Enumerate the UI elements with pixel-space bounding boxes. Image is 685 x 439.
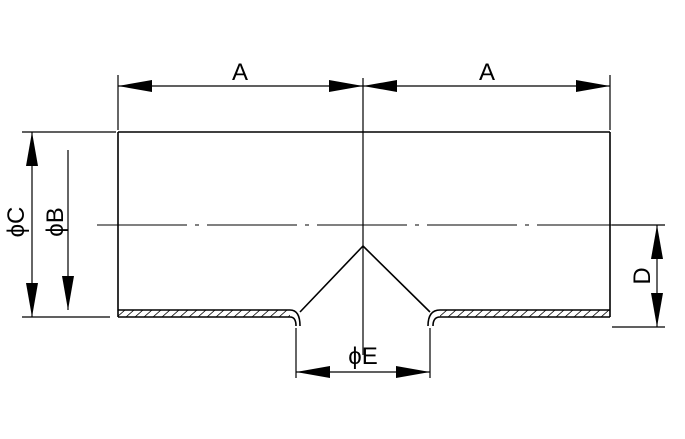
arrowhead-icon xyxy=(651,293,663,327)
hatch-stroke xyxy=(242,310,252,317)
hatch-stroke xyxy=(134,310,144,317)
hatch-stroke xyxy=(474,310,484,317)
dimension-a-right: A xyxy=(363,59,610,92)
arrowhead-icon xyxy=(26,283,38,317)
arrowhead-icon xyxy=(363,80,397,92)
hatch-stroke xyxy=(483,310,493,317)
arrowhead-icon xyxy=(118,80,152,92)
hatch-stroke xyxy=(170,310,180,317)
hatch-stroke xyxy=(573,310,583,317)
hatch-stroke xyxy=(510,310,520,317)
hatch-stroke xyxy=(287,314,290,317)
extension-lines xyxy=(22,75,665,378)
hatch-stroke xyxy=(591,310,601,317)
hatch-stroke xyxy=(492,310,502,317)
hatch-stroke xyxy=(188,310,198,317)
hatch-stroke xyxy=(161,310,171,317)
hatch-stroke xyxy=(609,316,610,317)
hatch-stroke xyxy=(260,310,270,317)
hatch-stroke xyxy=(528,310,538,317)
label-d: D xyxy=(629,267,656,284)
dimension-dia-c: ϕC xyxy=(3,132,38,317)
hatch-stroke xyxy=(125,310,135,317)
hatch-stroke xyxy=(447,310,457,317)
hatch-stroke xyxy=(251,310,261,317)
hatch-stroke xyxy=(501,310,511,317)
hatch-stroke xyxy=(143,310,153,317)
arrowhead-icon xyxy=(576,80,610,92)
hatch-stroke xyxy=(224,310,234,317)
hatch-stroke xyxy=(456,310,466,317)
hatch-stroke xyxy=(537,310,547,317)
dimension-dia-e: ϕE xyxy=(296,343,430,378)
tee-body xyxy=(117,131,611,327)
hatch-stroke xyxy=(179,310,189,317)
hatch-stroke xyxy=(108,310,116,317)
label-a-right: A xyxy=(479,59,495,86)
dimension-dia-b: ϕB xyxy=(42,150,74,310)
hatch-stroke xyxy=(233,310,243,317)
arrowhead-icon xyxy=(26,132,38,166)
label-dia-c: ϕC xyxy=(3,207,30,238)
arrowhead-icon xyxy=(329,80,363,92)
hatch-stroke xyxy=(206,310,216,317)
hatch-stroke xyxy=(519,310,529,317)
hatch-stroke xyxy=(465,310,475,317)
hatch-stroke xyxy=(440,310,448,317)
arrowhead-icon xyxy=(62,276,74,310)
arrowhead-icon xyxy=(651,225,663,259)
label-dia-e: ϕE xyxy=(348,343,377,370)
arrowhead-icon xyxy=(396,366,430,378)
dimension-a-left: A xyxy=(118,59,363,92)
hatch-stroke xyxy=(600,310,610,317)
hatch-stroke xyxy=(215,310,225,317)
hatch-stroke xyxy=(118,310,126,317)
hatch-stroke xyxy=(152,310,162,317)
hatch-stroke xyxy=(564,310,574,317)
hatch-stroke xyxy=(582,310,592,317)
hatch-stroke xyxy=(197,310,207,317)
dimension-d: D xyxy=(629,225,663,327)
hatch-stroke xyxy=(619,310,627,317)
hatch-stroke xyxy=(278,310,288,317)
label-a-left: A xyxy=(232,59,248,86)
hatch-stroke xyxy=(269,310,279,317)
arrowhead-icon xyxy=(296,366,330,378)
hatch-stroke xyxy=(555,310,565,317)
hatch-stroke xyxy=(546,310,556,317)
wall-hatching xyxy=(108,310,627,317)
label-dia-b: ϕB xyxy=(42,207,69,236)
